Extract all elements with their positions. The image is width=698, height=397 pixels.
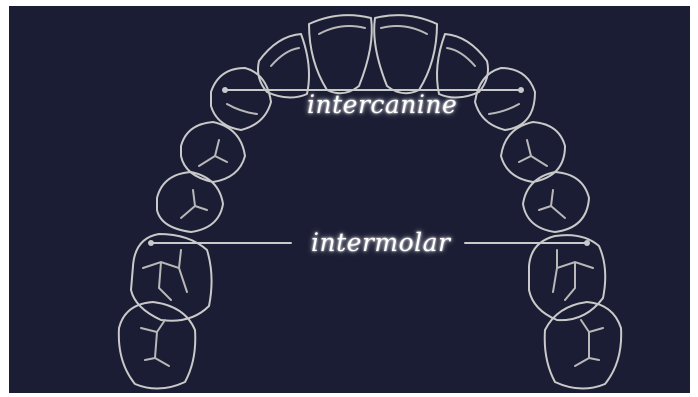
tooth-premolar2-left — [156, 171, 224, 233]
tooth-lateral-incisor-left — [257, 33, 310, 99]
fissure-canine-right — [488, 103, 520, 115]
intercanine-endpoint-right — [518, 87, 524, 93]
intermolar-endpoint-left — [148, 240, 154, 246]
fissure-central-right — [380, 25, 428, 35]
dental-arch-diagram: intercanine intermolar — [9, 6, 690, 393]
tooth-molar2-right — [543, 301, 623, 390]
tooth-premolar1-right — [500, 121, 566, 183]
tooth-canine-right — [474, 67, 536, 131]
tooth-molar2-left — [117, 301, 197, 390]
intermolar-endpoint-right — [584, 240, 590, 246]
tooth-lateral-incisor-right — [436, 33, 489, 99]
fissure-m2-right — [574, 319, 604, 367]
fissure-pm2-left — [180, 189, 208, 219]
tooth-canine-left — [210, 67, 272, 131]
fissure-lateral-left — [270, 47, 300, 67]
fissure-m1-left — [142, 249, 188, 301]
fissure-m1-right — [552, 249, 594, 301]
tooth-central-incisor-left — [308, 14, 373, 95]
tooth-molar1-left — [130, 233, 213, 322]
fissure-pm2-right — [538, 189, 566, 219]
fissure-central-left — [318, 25, 366, 35]
tooth-molar1-right — [528, 234, 607, 322]
dental-arch-svg — [117, 14, 623, 390]
fissure-lateral-right — [446, 47, 476, 67]
intercanine-endpoint-left — [222, 87, 228, 93]
intercanine-label: intercanine — [307, 90, 458, 119]
fissure-m2-left — [140, 319, 170, 367]
tooth-premolar2-right — [522, 171, 590, 233]
intermolar-label: intermolar — [311, 228, 451, 257]
fissure-pm1-right — [518, 139, 548, 167]
fissure-pm1-left — [198, 139, 228, 167]
tooth-premolar1-left — [180, 121, 246, 183]
fissure-canine-left — [226, 103, 258, 115]
